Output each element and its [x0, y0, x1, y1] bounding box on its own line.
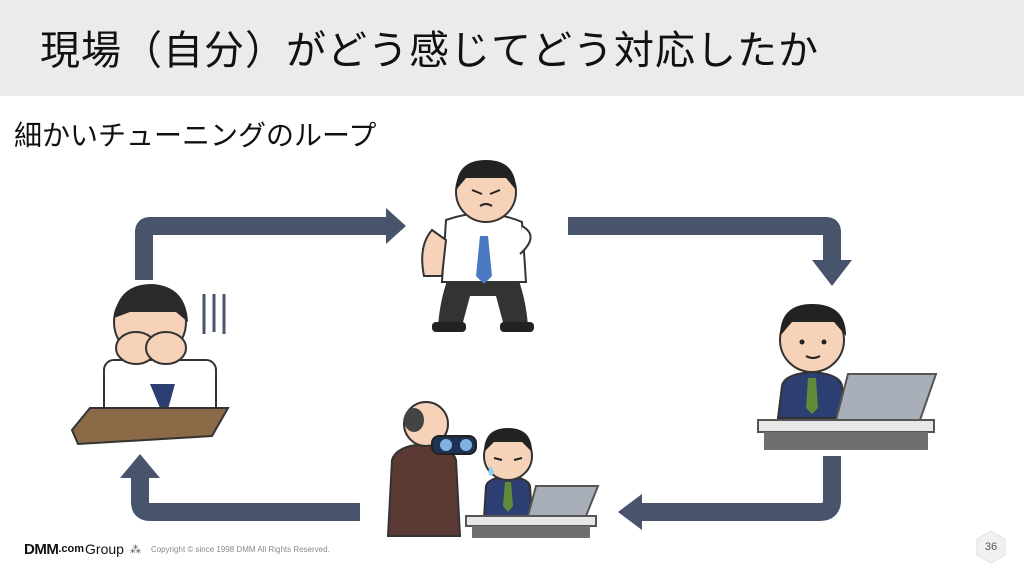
title-bar: 現場（自分）がどう感じてどう対応したか [0, 0, 1024, 96]
working-at-laptop-illustration [757, 304, 938, 450]
page-title: 現場（自分）がどう感じてどう対応したか [40, 28, 819, 74]
copyright-text: Copyright © since 1998 DMM All Rights Re… [150, 544, 330, 554]
dmm-logo: DMM [24, 540, 59, 558]
dmm-logo-dotcom: .com [58, 543, 85, 555]
page-number: 36 [984, 541, 998, 553]
determined-worker-illustration [421, 160, 534, 332]
dmm-logo-group: Group [85, 541, 124, 557]
arrow-bottom-left [120, 454, 360, 521]
monitored-worker-illustration [386, 401, 600, 538]
section-subtitle: 細かいチューニングのループ [14, 119, 377, 152]
page-number-badge: 36 [974, 530, 1008, 564]
arrow-bottom-right [618, 456, 841, 530]
hexagon-icon [976, 530, 1006, 564]
group-mark-icon: ⁂ [129, 542, 141, 556]
footer: DMM .com Group ⁂ Copyright © since 1998 … [24, 538, 330, 560]
arrow-top-left [135, 208, 406, 280]
arrow-top-right [568, 217, 852, 286]
stressed-worker-illustration [70, 284, 230, 446]
